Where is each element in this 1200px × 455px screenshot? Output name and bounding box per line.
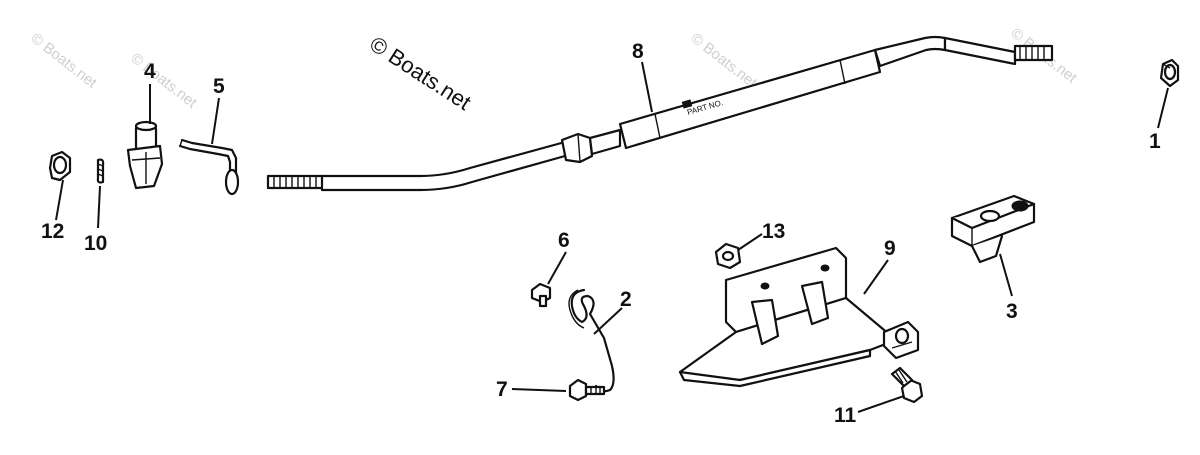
leader-11 — [857, 395, 905, 413]
callout-7: 7 — [496, 378, 508, 401]
shift-rod-part-8: PART NO. — [266, 35, 1054, 192]
callout-12: 12 — [41, 220, 64, 243]
nut-part-12 — [48, 150, 72, 182]
lockwasher-part-10 — [96, 158, 105, 184]
callout-8: 8 — [632, 40, 644, 63]
leader-12 — [55, 179, 64, 221]
leader-3 — [999, 253, 1013, 297]
bracket-part-9 — [678, 246, 920, 388]
block-part-3 — [950, 194, 1036, 264]
clip-part-5 — [178, 138, 240, 196]
spring-part-2 — [568, 288, 615, 393]
leader-6 — [547, 251, 567, 285]
connector-part-4 — [126, 120, 164, 190]
leader-13 — [737, 233, 763, 251]
callout-3: 3 — [1006, 300, 1018, 323]
leader-1 — [1157, 87, 1169, 129]
watermark-faint-4: © Boats.net — [128, 50, 201, 112]
watermark-main: © Boats.net — [365, 31, 475, 115]
leader-2 — [593, 307, 623, 335]
nut-part-1 — [1159, 58, 1180, 88]
callout-4: 4 — [144, 60, 156, 83]
callout-13: 13 — [762, 220, 785, 243]
screw-part-7 — [568, 378, 606, 402]
nut-part-13 — [714, 242, 742, 270]
callout-5: 5 — [213, 75, 225, 98]
leader-5 — [211, 97, 220, 145]
bolt-part-11 — [890, 366, 924, 404]
callout-9: 9 — [884, 237, 896, 260]
leader-9 — [863, 259, 889, 295]
watermark-faint-2: © Boats.net — [688, 30, 761, 92]
callout-11: 11 — [834, 404, 857, 427]
watermark-faint-1: © Boats.net — [28, 30, 101, 92]
callout-6: 6 — [558, 229, 570, 252]
callout-2: 2 — [620, 288, 632, 311]
leader-10 — [97, 185, 101, 229]
screw-part-6 — [530, 282, 552, 308]
callout-1: 1 — [1149, 130, 1161, 153]
leader-7 — [511, 388, 567, 392]
callout-10: 10 — [84, 232, 107, 255]
leader-8 — [641, 61, 653, 113]
